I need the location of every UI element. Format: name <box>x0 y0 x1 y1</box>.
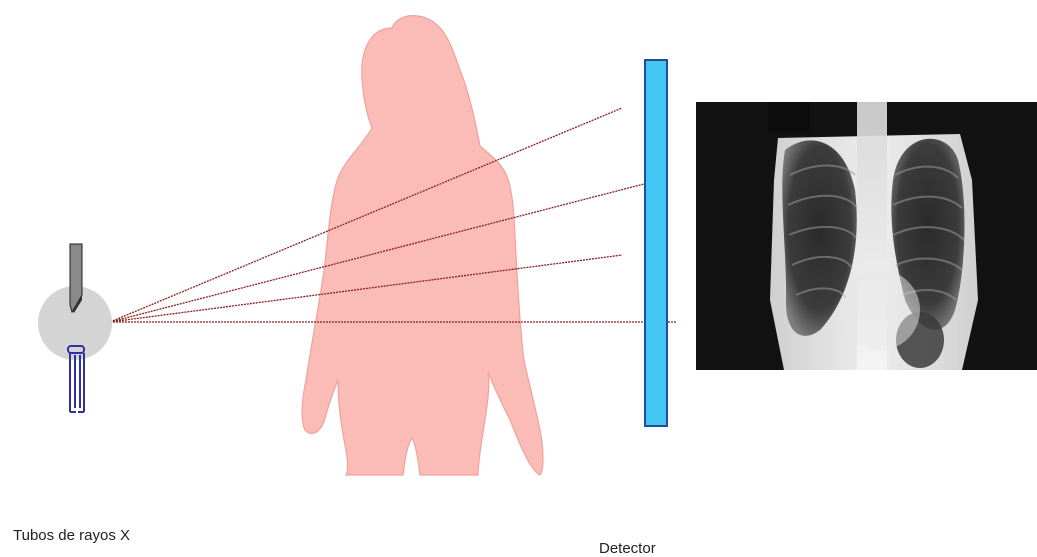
detector-panel-icon <box>645 60 667 426</box>
detector-label: Detector <box>599 540 656 557</box>
xray-tube-icon <box>38 244 112 412</box>
chest-radiograph-image <box>696 102 1037 370</box>
cathode-icon <box>70 353 84 412</box>
human-silhouette-icon <box>302 16 543 475</box>
xray-tube-label: Tubos de rayos X <box>13 527 130 544</box>
